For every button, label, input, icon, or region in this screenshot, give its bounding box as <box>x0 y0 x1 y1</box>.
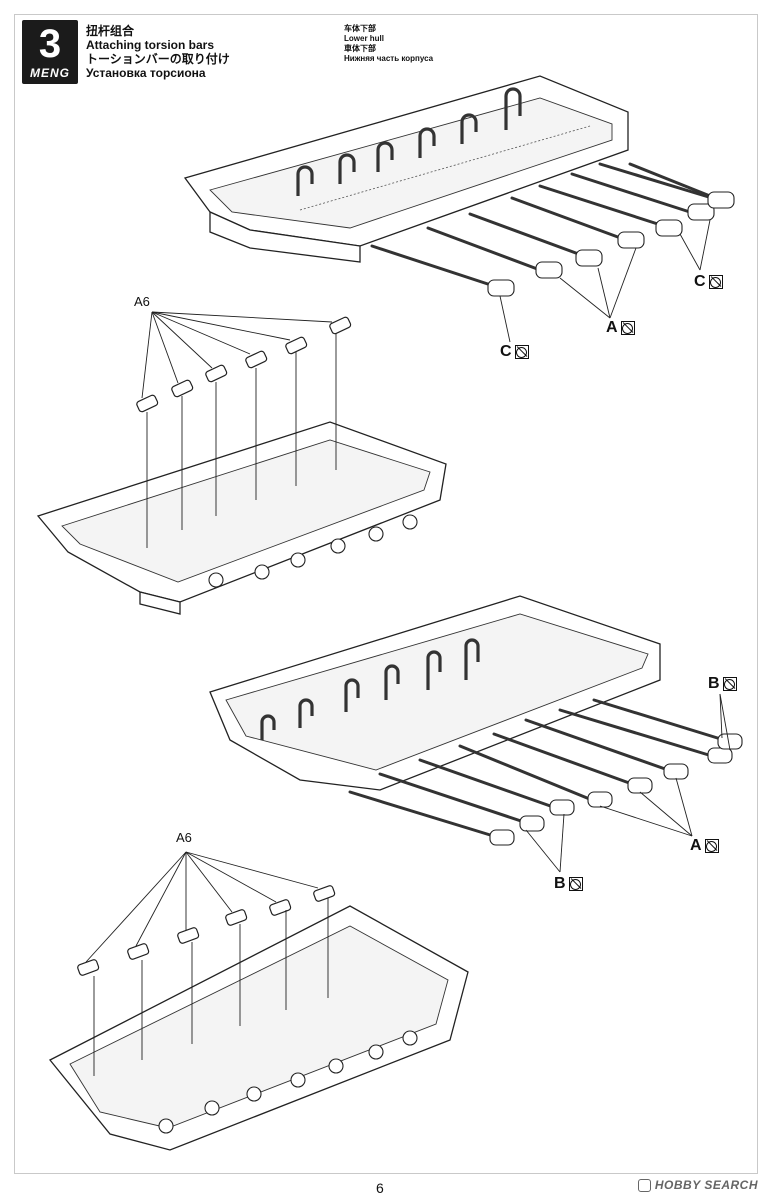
cement-icon <box>708 275 723 289</box>
figure-2-a6-parts <box>36 311 447 615</box>
hull-4-floor <box>69 925 449 1129</box>
label-c-bottom: C <box>500 344 529 360</box>
hull-2-floor <box>61 439 431 583</box>
cement-icon <box>704 839 719 853</box>
label-b-third-bottom: B <box>554 876 583 892</box>
title-ru: Установка торсиона <box>86 66 206 80</box>
label-b-third-text: B <box>708 675 720 692</box>
hull-1-front <box>209 210 361 263</box>
lower-hull-ru: Нижняя часть корпуса <box>344 54 434 63</box>
lower-hull-zh: 车体下部 <box>344 24 376 33</box>
lower-hull-ja: 車体下部 <box>344 44 376 53</box>
title-ja: トーションバーの取り付け <box>86 52 230 66</box>
label-b-third-bottom-text: B <box>554 875 566 892</box>
cement-icon <box>514 345 529 359</box>
figure-3-hull-side-b <box>209 595 743 873</box>
lower-hull-en: Lower hull <box>344 34 384 43</box>
label-a-top: A <box>606 320 635 336</box>
page-number: 6 <box>376 1180 384 1196</box>
label-a6-first: A6 <box>134 294 150 309</box>
hull-1-floor <box>209 97 613 229</box>
hobby-search-logo-icon <box>637 1178 651 1192</box>
label-a-top-text: A <box>606 319 618 336</box>
hull-2-front <box>139 591 181 615</box>
label-a6-second: A6 <box>176 830 192 845</box>
page-border <box>14 14 758 1174</box>
figure-4-a6-parts <box>48 851 469 1151</box>
brand-logo: MENG <box>30 66 70 80</box>
label-a-third: A <box>690 838 719 854</box>
watermark-text: HOBBY SEARCH <box>654 1178 758 1192</box>
cement-icon <box>620 321 635 335</box>
cement-icon <box>722 677 737 691</box>
label-c-bottom-text: C <box>500 343 512 360</box>
label-c-top: C <box>694 274 723 290</box>
title-zh: 扭杆组合 <box>86 24 135 38</box>
label-b-third: B <box>708 676 737 692</box>
watermark: HOBBY SEARCH <box>637 1178 758 1192</box>
step-badge: 3 MENG <box>22 20 78 84</box>
label-a-third-text: A <box>690 837 702 854</box>
figure-1-lower-hull <box>183 75 735 343</box>
lower-hull-callout: 车体下部 Lower hull 車体下部 Нижняя часть корпус… <box>344 24 433 64</box>
step-titles: 扭杆组合 Attaching torsion bars トーションバーの取り付け… <box>86 24 230 80</box>
label-c-top-text: C <box>694 273 706 290</box>
hull-3-floor <box>225 613 649 771</box>
title-en: Attaching torsion bars <box>86 38 215 52</box>
step-number: 3 <box>38 22 62 66</box>
cement-icon <box>568 877 583 891</box>
